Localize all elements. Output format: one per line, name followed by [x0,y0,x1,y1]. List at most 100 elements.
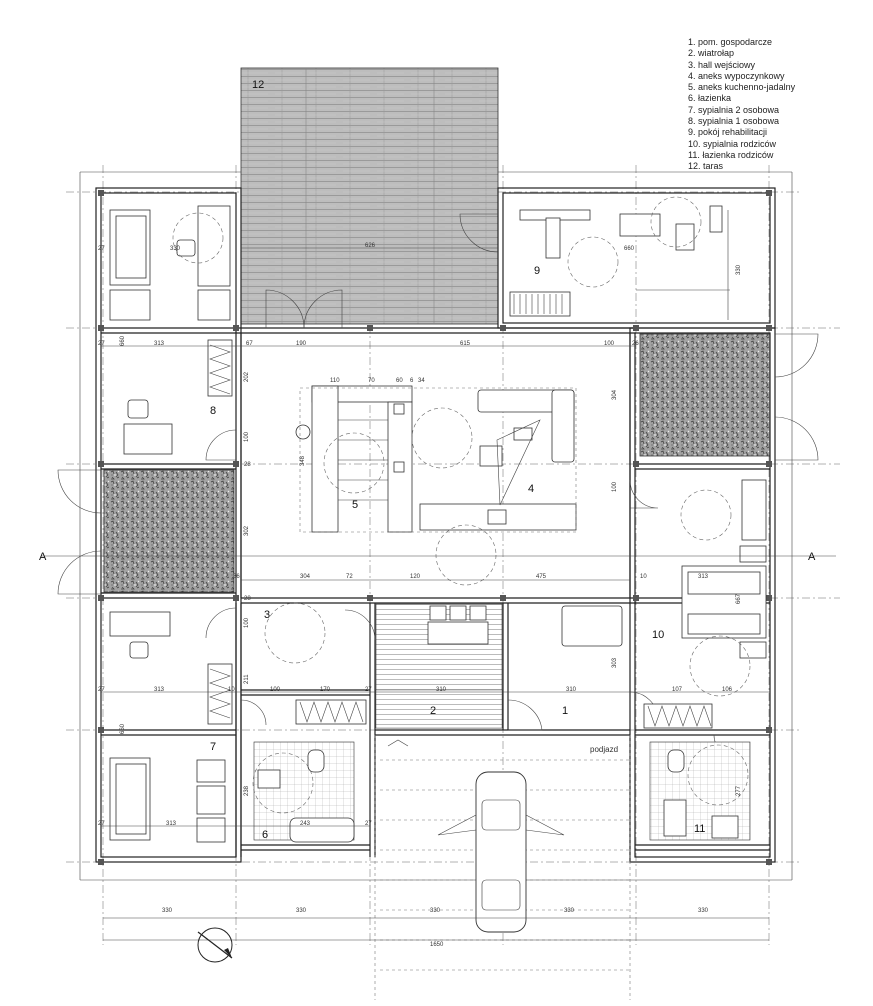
dim: 27 [365,687,372,693]
dim: 100 [604,341,615,347]
dim: 660 [120,723,126,734]
dim: 170 [320,687,331,693]
dim: 330 [162,908,173,914]
legend-item: 6. łazienka [688,93,732,104]
vestibule-deck [375,689,503,729]
dim: 313 [154,341,165,347]
dim: 310 [436,687,447,693]
dim: 667 [736,593,742,604]
section-marker-right: A [808,551,816,563]
dim: 310 [566,687,577,693]
internal-walls [98,190,772,865]
dim: 27 [98,687,105,693]
room-number-10: 10 [652,629,664,641]
room-number-3: 3 [264,609,270,621]
doors [57,213,819,758]
dim: 277 [736,785,742,796]
dim: 190 [296,341,307,347]
dim: 28 [244,462,251,468]
room-number-2: 2 [430,705,436,717]
dim: 303 [612,657,618,668]
dim: 302 [244,525,250,536]
room-number-5: 5 [352,499,358,511]
dim: 107 [672,687,683,693]
dim: 304 [612,389,618,400]
dim: 1650 [430,942,444,948]
dim: 72 [346,574,353,580]
room-number-9: 9 [534,265,540,277]
dim: 330 [698,908,709,914]
room-number-7: 7 [210,741,216,753]
terrace-deck [240,67,499,325]
dim: 120 [410,574,421,580]
rehab-equipment [509,205,730,320]
dim: 243 [300,821,311,827]
outer-walls [95,187,776,863]
dim: 313 [698,574,709,580]
garden-right [639,333,771,457]
room-number-6: 6 [262,829,268,841]
legend-item: 8. sypialnia 1 osobowa [688,116,780,127]
room-legend: 1. pom. gospodarcze 2. wiatrołap 3. hall… [688,37,795,173]
room-number-4: 4 [528,483,534,495]
dimension-lines [41,247,836,941]
dim: 60 [396,378,403,384]
dim: 27 [365,821,372,827]
dim: 626 [365,243,376,249]
dim: 615 [460,341,471,347]
dim: 110 [330,378,340,384]
dim: 100 [244,431,250,442]
dim: 26 [632,341,639,347]
dim: 330 [170,246,181,252]
dim: 202 [244,371,250,382]
dim: 330 [736,264,742,275]
dim: 100 [270,687,281,693]
wardrobes [207,339,713,729]
dim: 27 [98,246,105,252]
dim: 10 [640,574,647,580]
furniture-bedrooms-left [109,205,231,843]
room-number-1: 1 [562,705,568,717]
dim: 304 [300,574,311,580]
dim: 348 [300,455,306,466]
driveway-label: podjazd [590,745,618,754]
dim: 100 [244,617,250,628]
legend-item: 2. wiatrołap [688,48,735,59]
legend-item: 3. hall wejściowy [688,59,756,70]
dim: 36 [233,574,240,580]
room-number-12: 12 [252,79,264,91]
dim: 70 [368,378,375,384]
dim: 27 [98,821,105,827]
bathrooms [253,741,751,843]
dim: 27 [98,341,105,347]
dim: 106 [722,687,733,693]
legend-item: 10. sypialnia rodziców [688,138,777,149]
legend-item: 4. aneks wypoczynkowy [688,70,785,81]
dim: 34 [418,378,425,384]
legend-item: 9. pokój rehabilitacji [688,127,768,138]
dim: 67 [246,341,253,347]
dim: 28 [244,596,251,602]
furniture-living [295,385,577,533]
room-number-11: 11 [694,823,705,835]
legend-item: 1. pom. gospodarcze [688,37,773,47]
legend-item: 5. aneks kuchenno-jadalny [688,82,796,93]
north-arrow-icon [197,927,233,963]
legend-item: 11. łazienka rodziców [688,149,774,160]
legend-item: 12. taras [688,161,724,172]
dim: 10 [228,687,235,693]
dim: 330 [430,908,441,914]
garden-left [103,469,235,593]
dim: 660 [624,246,635,252]
dim: 313 [154,687,165,693]
dim: 660 [120,335,126,346]
dim: 100 [612,481,618,492]
car [475,771,527,933]
dim: 475 [536,574,547,580]
room-number-8: 8 [210,405,216,417]
furniture-bedroom-parents [681,479,767,659]
wheelchair-turning-circles [172,196,751,814]
dim: 313 [166,821,177,827]
section-marker-left: A [39,551,47,563]
